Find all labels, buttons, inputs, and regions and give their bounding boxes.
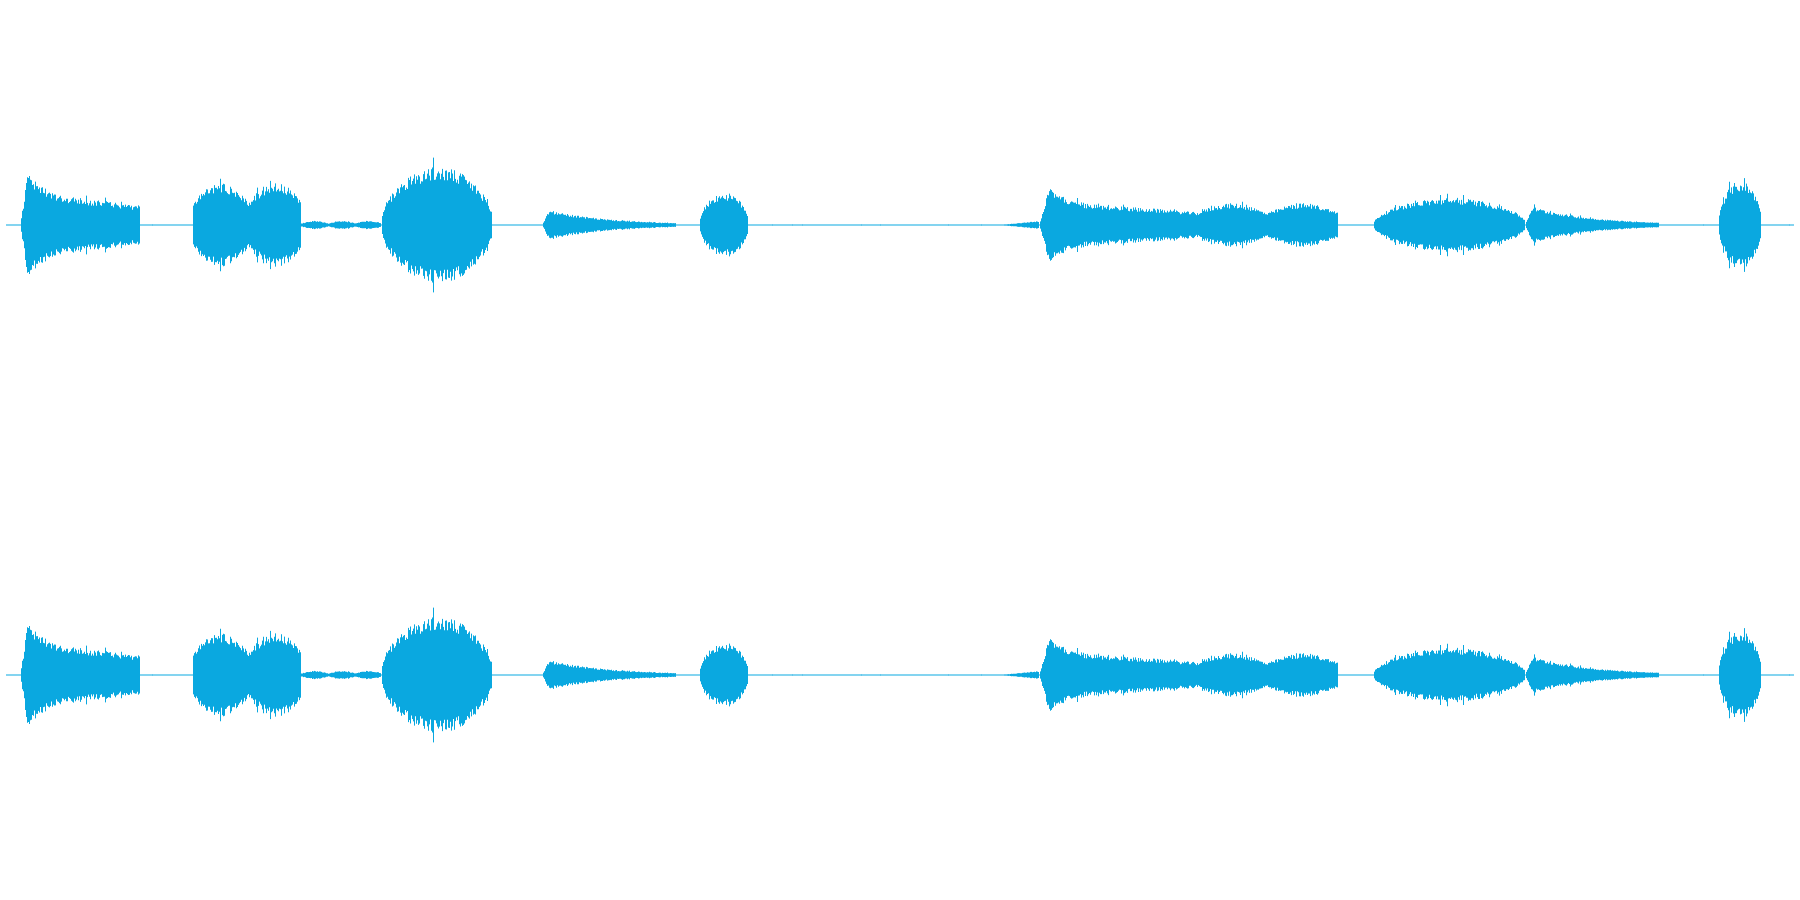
waveform-channel-left[interactable] xyxy=(6,157,1794,293)
waveform-signal xyxy=(6,607,1794,743)
waveform-signal xyxy=(6,157,1794,293)
waveform-channel-right[interactable] xyxy=(6,607,1794,743)
